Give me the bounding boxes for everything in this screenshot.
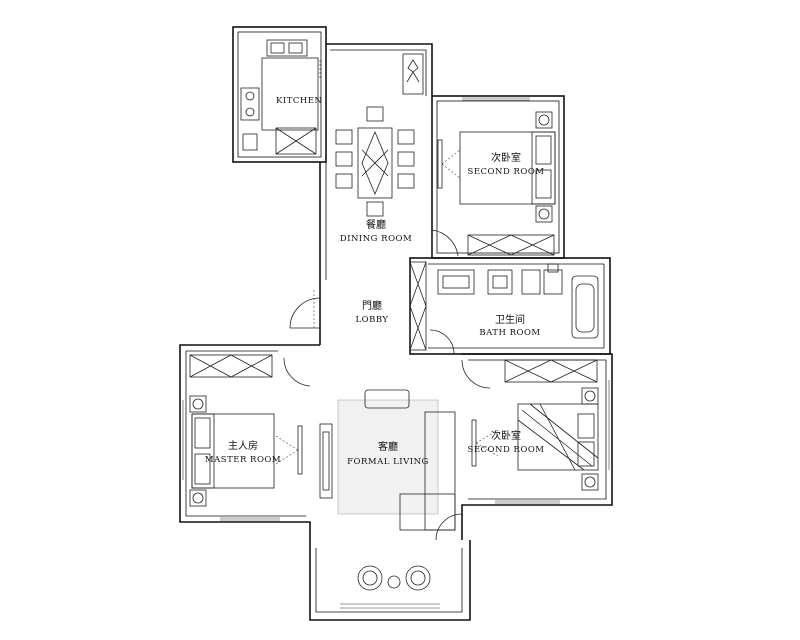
master-label-cn: 主人房 bbox=[228, 439, 258, 452]
plant-icon bbox=[402, 53, 424, 95]
second-room-a-furniture bbox=[431, 111, 556, 258]
dining-label-cn: 餐廳 bbox=[366, 218, 386, 231]
nightstand-icon bbox=[535, 111, 553, 129]
second-room-a-label-cn: 次卧室 bbox=[491, 151, 521, 164]
lobby bbox=[289, 290, 321, 330]
wardrobe bbox=[467, 234, 555, 256]
kitchen-counter bbox=[261, 57, 319, 131]
second-room-b-label-en: SECOND ROOM bbox=[468, 445, 545, 455]
room-labels: KITCHEN 餐廳 DINING ROOM 門廳 LOBBY 次卧室 SECO… bbox=[205, 96, 545, 467]
kitchen-fixtures bbox=[240, 39, 321, 155]
bath-walls bbox=[409, 257, 611, 355]
second-room-a-walls bbox=[431, 95, 565, 259]
nightstand-icon bbox=[189, 395, 207, 413]
dining-top-wall bbox=[326, 43, 433, 96]
living-label-cn: 客廳 bbox=[378, 440, 398, 453]
kitchen-walls bbox=[232, 26, 327, 163]
washer-icon bbox=[487, 269, 513, 295]
bath-label-cn: 卫生间 bbox=[495, 313, 525, 326]
bath-fixtures bbox=[409, 261, 599, 355]
master-room-furniture bbox=[189, 354, 311, 507]
nightstand-icon bbox=[581, 387, 599, 405]
balcony-chair-icon bbox=[405, 565, 431, 591]
kitchen-cabinet bbox=[275, 127, 317, 155]
door-swing bbox=[431, 229, 459, 257]
stove-icon bbox=[240, 87, 260, 121]
door-swing bbox=[429, 329, 455, 355]
living-furniture bbox=[319, 389, 463, 591]
bathtub-icon bbox=[571, 275, 599, 339]
door-swing bbox=[283, 357, 311, 387]
armchair-icon bbox=[364, 389, 410, 409]
dining-table bbox=[357, 127, 393, 199]
kitchen-sink-icon bbox=[266, 39, 308, 57]
bath-cabinet bbox=[409, 261, 427, 351]
tv-stand bbox=[319, 423, 333, 499]
second-room-b-furniture bbox=[461, 359, 599, 491]
living-label-en: FORMAL LIVING bbox=[347, 457, 429, 467]
living-rug bbox=[337, 399, 439, 515]
dining-chair bbox=[335, 129, 353, 145]
bed-icon bbox=[517, 403, 599, 471]
toilet-icon bbox=[543, 269, 563, 295]
wardrobe bbox=[504, 359, 598, 383]
lobby-label-en: LOBBY bbox=[355, 315, 388, 325]
dining-furniture bbox=[335, 53, 424, 217]
door-swing bbox=[461, 359, 491, 389]
entry-door-swing bbox=[289, 297, 321, 329]
lobby-label-cn: 門廳 bbox=[362, 299, 382, 312]
master-label-en: MASTER ROOM bbox=[205, 455, 281, 465]
balcony-chair-icon bbox=[357, 565, 383, 591]
kitchen-label-en: KITCHEN bbox=[276, 96, 322, 106]
door-swing bbox=[435, 513, 463, 541]
bath-label-en: BATH ROOM bbox=[479, 328, 540, 338]
second-room-a-label-en: SECOND ROOM bbox=[468, 167, 545, 177]
washbasin-icon bbox=[437, 269, 475, 295]
tv-cabinet bbox=[437, 139, 443, 189]
wardrobe bbox=[189, 354, 273, 378]
second-room-b-label-cn: 次卧室 bbox=[491, 429, 521, 442]
dining-label-en: DINING ROOM bbox=[340, 234, 412, 244]
side-table-icon bbox=[387, 575, 401, 589]
tv-cabinet bbox=[297, 425, 303, 475]
shelf-icon bbox=[521, 269, 541, 295]
tv-cabinet bbox=[471, 419, 477, 467]
